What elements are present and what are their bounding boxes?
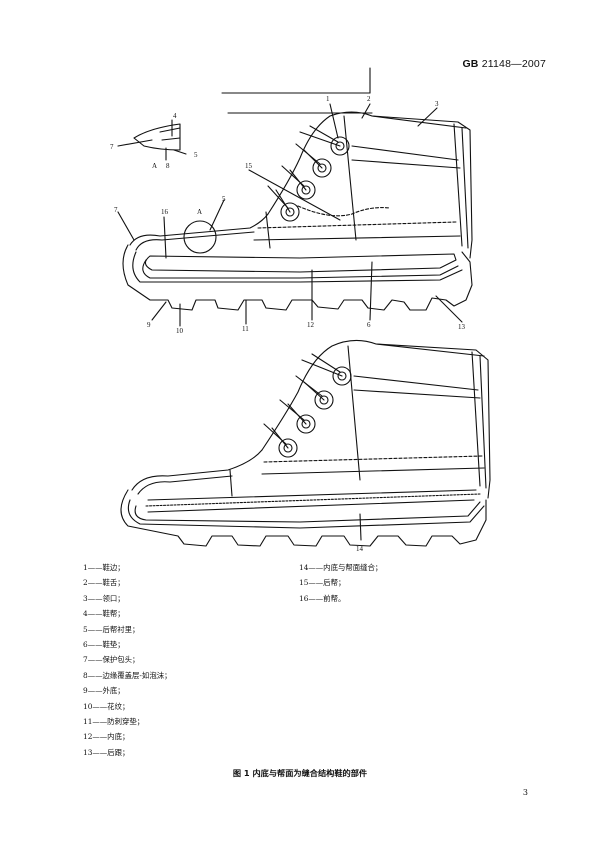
legend-item: 11——防刺穿垫； xyxy=(83,716,145,726)
callout-8: 8 xyxy=(166,162,170,170)
boot-top xyxy=(117,67,473,327)
legend-item: 9——外底； xyxy=(83,686,125,696)
standard-prefix: GB xyxy=(462,58,479,70)
callout-12: 12 xyxy=(307,321,315,329)
legend-item: 3——领口； xyxy=(83,593,125,603)
legend-item: 8——边缘覆盖层-如泡沫； xyxy=(83,670,172,680)
callout-15: 15 xyxy=(245,162,253,170)
legend-column-1: 1——鞋边； 2——鞋舌； 3——领口； 4——鞋帮； 5——后帮衬里； 6——… xyxy=(83,560,172,760)
standard-number: GB 21148—2007 xyxy=(462,58,546,70)
callout-3: 3 xyxy=(435,100,439,108)
figure-caption: 图 1 内底与帮面为缝合结构鞋的部件 xyxy=(232,768,368,778)
legend-item: 1——鞋边； xyxy=(83,563,125,572)
callout-7-detail: 7 xyxy=(110,143,114,151)
callout-13: 13 xyxy=(458,323,466,331)
detail-label-a: A xyxy=(152,162,157,170)
callout-9: 9 xyxy=(147,321,151,329)
page-number: 3 xyxy=(522,788,528,797)
legend-item: 2——鞋舌； xyxy=(83,578,125,588)
callout-14: 14 xyxy=(356,545,364,553)
legend-item: 14——内底与帮面缝合； xyxy=(299,563,383,572)
callout-7: 7 xyxy=(114,206,118,214)
standard-code: 21148—2007 xyxy=(481,58,546,70)
callout-16: 16 xyxy=(161,208,169,216)
callout-a: A xyxy=(197,208,202,216)
legend-item: 7——保护包头； xyxy=(83,655,140,665)
legend-item: 13——后跟； xyxy=(83,747,130,757)
legend-column-2: 14——内底与帮面缝合； 15——后帮； 16——前帮。 xyxy=(299,560,382,606)
legend-item: 6——鞋垫； xyxy=(83,639,125,649)
callout-5-detail: 5 xyxy=(194,151,198,159)
legend-item: 12——内底； xyxy=(83,732,130,742)
callout-5: 5 xyxy=(222,195,226,203)
callout-4: 4 xyxy=(173,112,177,120)
callout-2: 2 xyxy=(367,95,371,103)
boot-diagram: 1 2 3 4 5 7 8 A 15 16 A 5 7 6 9 10 11 12… xyxy=(110,67,491,553)
boot-bottom xyxy=(120,339,491,547)
legend-item: 10——花纹； xyxy=(83,701,130,711)
legend-item: 16——前帮。 xyxy=(299,593,346,603)
callout-6: 6 xyxy=(367,321,371,329)
callout-11: 11 xyxy=(242,325,249,333)
legend-item: 5——后帮衬里； xyxy=(83,624,140,634)
callout-10: 10 xyxy=(176,327,184,335)
callout-1: 1 xyxy=(326,95,330,103)
legend-item: 15——后帮； xyxy=(299,578,346,588)
legend-item: 4——鞋帮； xyxy=(83,609,125,619)
